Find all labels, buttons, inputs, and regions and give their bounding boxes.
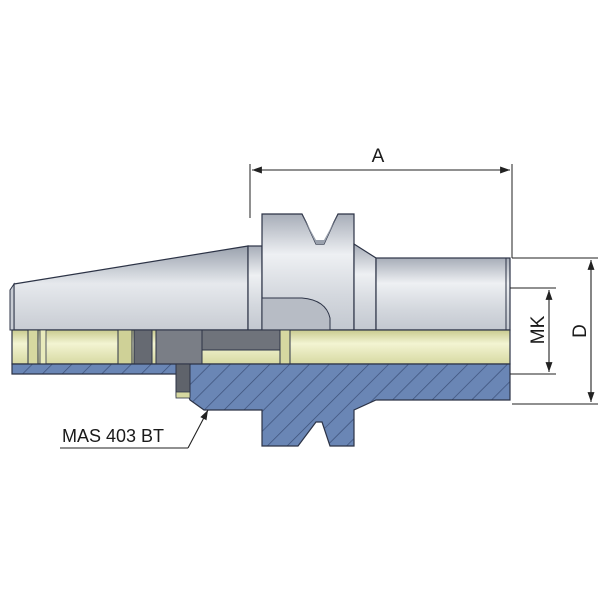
dimension-a: A (249, 146, 513, 258)
neck (353, 242, 377, 331)
flange-step (247, 245, 263, 331)
flange-groove (302, 214, 338, 244)
taper-cone (13, 245, 249, 331)
cone-tip-chamfer (9, 282, 15, 331)
coolant-hole (175, 363, 191, 397)
standard-callout: MAS 403 BT (60, 409, 209, 449)
dimension-a-label: A (372, 146, 385, 167)
drive-slot (261, 297, 331, 331)
section-half (11, 363, 511, 447)
bore-step-1 (117, 329, 133, 365)
shank (375, 257, 511, 331)
dimension-d: D (512, 257, 598, 405)
upper-body (9, 213, 511, 331)
dimension-mk-label: MK (528, 315, 549, 344)
standard-label: MAS 403 BT (62, 426, 164, 446)
coolant-insert (133, 329, 153, 365)
dimension-d-label: D (570, 324, 591, 338)
bore-band (11, 329, 511, 365)
retention-knob-thread (27, 329, 39, 365)
dimension-mk: MK (510, 287, 556, 375)
